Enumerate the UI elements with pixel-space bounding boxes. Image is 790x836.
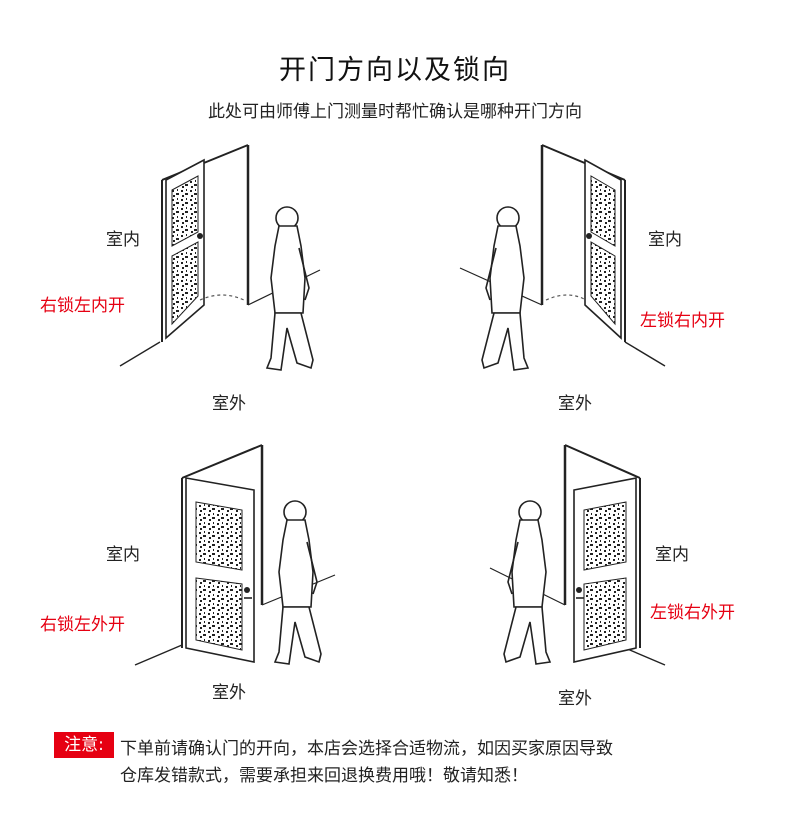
indoor-label-1: 室内 [106, 230, 140, 250]
door-type-label-2: 左锁右内开 [640, 311, 725, 331]
notice-badge: 注意: [54, 732, 114, 758]
outdoor-label-2: 室外 [558, 394, 592, 414]
outdoor-label-3: 室外 [212, 683, 246, 703]
notice-line-1: 下单前请确认门的开向，本店会选择合适物流，如因买家原因导致 [120, 739, 613, 759]
door-diagram-left-inward [119, 144, 321, 371]
page-title: 开门方向以及锁向 [279, 55, 511, 86]
door-type-label-3: 右锁左外开 [40, 615, 125, 635]
door-diagram-left-outward [134, 444, 336, 666]
indoor-label-4: 室内 [655, 545, 689, 565]
door-diagram-right-inward [459, 144, 666, 371]
notice-line-2: 仓库发错款式，需要承担来回退换费用哦！敬请知悉！ [120, 766, 528, 786]
door-diagram-right-outward [489, 444, 666, 666]
door-type-label-4: 左锁右外开 [650, 603, 735, 623]
page-subtitle: 此处可由师傅上门测量时帮忙确认是哪种开门方向 [208, 102, 582, 122]
door-type-label-1: 右锁左内开 [40, 296, 125, 316]
indoor-label-3: 室内 [106, 545, 140, 565]
indoor-label-2: 室内 [648, 230, 682, 250]
outdoor-label-4: 室外 [558, 689, 592, 709]
outdoor-label-1: 室外 [212, 394, 246, 414]
